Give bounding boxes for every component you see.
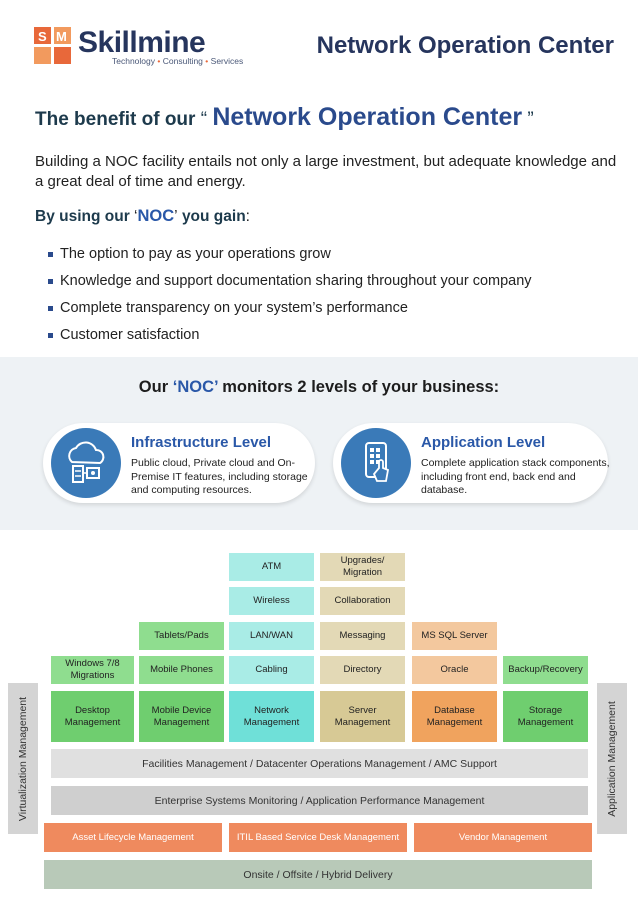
svg-text:M: M (56, 29, 67, 44)
brand-logo: S M Skillmine Technology • Consulting • … (34, 24, 243, 70)
side-label: Virtualization Management (17, 696, 29, 821)
bullet-square-icon (48, 332, 53, 338)
brand-tagline: Technology • Consulting • Services (112, 56, 244, 66)
stack-item-ms-sql-server: MS SQL Server (412, 622, 497, 650)
bullet-square-icon (48, 251, 53, 257)
stack-item-collaboration: Collaboration (320, 587, 405, 615)
bullet-square-icon (48, 278, 53, 284)
side-virtualization-management: Virtualization Management (8, 683, 38, 834)
stack-item-oracle: Oracle (412, 656, 497, 684)
level-title: Infrastructure Level (131, 434, 272, 451)
delivery-bar: Onsite / Offsite / Hybrid Delivery (44, 860, 592, 889)
stack-item-desktop-management: Desktop Management (51, 691, 134, 742)
stack-item-server-management: Server Management (320, 691, 405, 742)
stack-item-upgrades-migration: Upgrades/ Migration (320, 553, 405, 581)
stack-item-storage-management: Storage Management (503, 691, 588, 742)
stack-item-database-management: Database Management (412, 691, 497, 742)
benefit-list: The option to pay as your operations gro… (48, 240, 532, 348)
side-application-management: Application Management (597, 683, 627, 834)
brand-name: Skillmine (78, 26, 206, 59)
layer-enterprise-monitoring: Enterprise Systems Monitoring / Applicat… (51, 786, 588, 815)
level-description: Public cloud, Private cloud and On-Premi… (131, 457, 308, 496)
stack-item-windows-migrations: Windows 7/8 Migrations (51, 656, 134, 684)
stack-item-lan-wan: LAN/WAN (229, 622, 314, 650)
monitors-heading: Our ‘NOC’ monitors 2 levels of your busi… (138, 378, 500, 396)
service-asset-lifecycle: Asset Lifecycle Management (44, 823, 222, 852)
stack-item-mobile-phones: Mobile Phones (139, 656, 224, 684)
list-item: Customer satisfaction (48, 321, 532, 348)
stack-item-backup-recovery: Backup/Recovery (503, 656, 588, 684)
stack-item-mobile-device-management: Mobile Device Management (139, 691, 224, 742)
svg-text:S: S (38, 29, 47, 44)
stack-item-messaging: Messaging (320, 622, 405, 650)
cloud-server-icon (51, 428, 121, 498)
stack-item-tablets-pads: Tablets/Pads (139, 622, 224, 650)
level-title: Application Level (421, 434, 546, 451)
layer-facilities-management: Facilities Management / Datacenter Opera… (51, 749, 588, 778)
benefit-heading: The benefit of our “ Network Operation C… (35, 103, 534, 131)
stack-item-cabling: Cabling (229, 656, 314, 684)
list-item: Complete transparency on your system’s p… (48, 294, 532, 321)
bullet-square-icon (48, 305, 53, 311)
stack-item-atm: ATM (229, 553, 314, 581)
list-item: The option to pay as your operations gro… (48, 240, 532, 267)
infrastructure-level-card: Infrastructure Level Public cloud, Priva… (43, 423, 315, 503)
service-vendor-management: Vendor Management (414, 823, 592, 852)
stack-item-network-management: Network Management (229, 691, 314, 742)
page-title: Network Operation Center (316, 32, 614, 59)
stack-item-directory: Directory (320, 656, 405, 684)
gain-heading: By using our ‘NOC’ you gain: (35, 207, 250, 225)
skillmine-logo-icon: S M (34, 27, 71, 64)
side-label: Application Management (606, 700, 618, 817)
stack-item-wireless: Wireless (229, 587, 314, 615)
list-item: Knowledge and support documentation shar… (48, 267, 532, 294)
intro-paragraph: Building a NOC facility entails not only… (35, 153, 617, 190)
phone-touch-icon (341, 428, 411, 498)
level-description: Complete application stack components, i… (421, 457, 610, 496)
application-level-card: Application Level Complete application s… (333, 423, 610, 503)
service-itil-service-desk: ITIL Based Service Desk Management (229, 823, 407, 852)
